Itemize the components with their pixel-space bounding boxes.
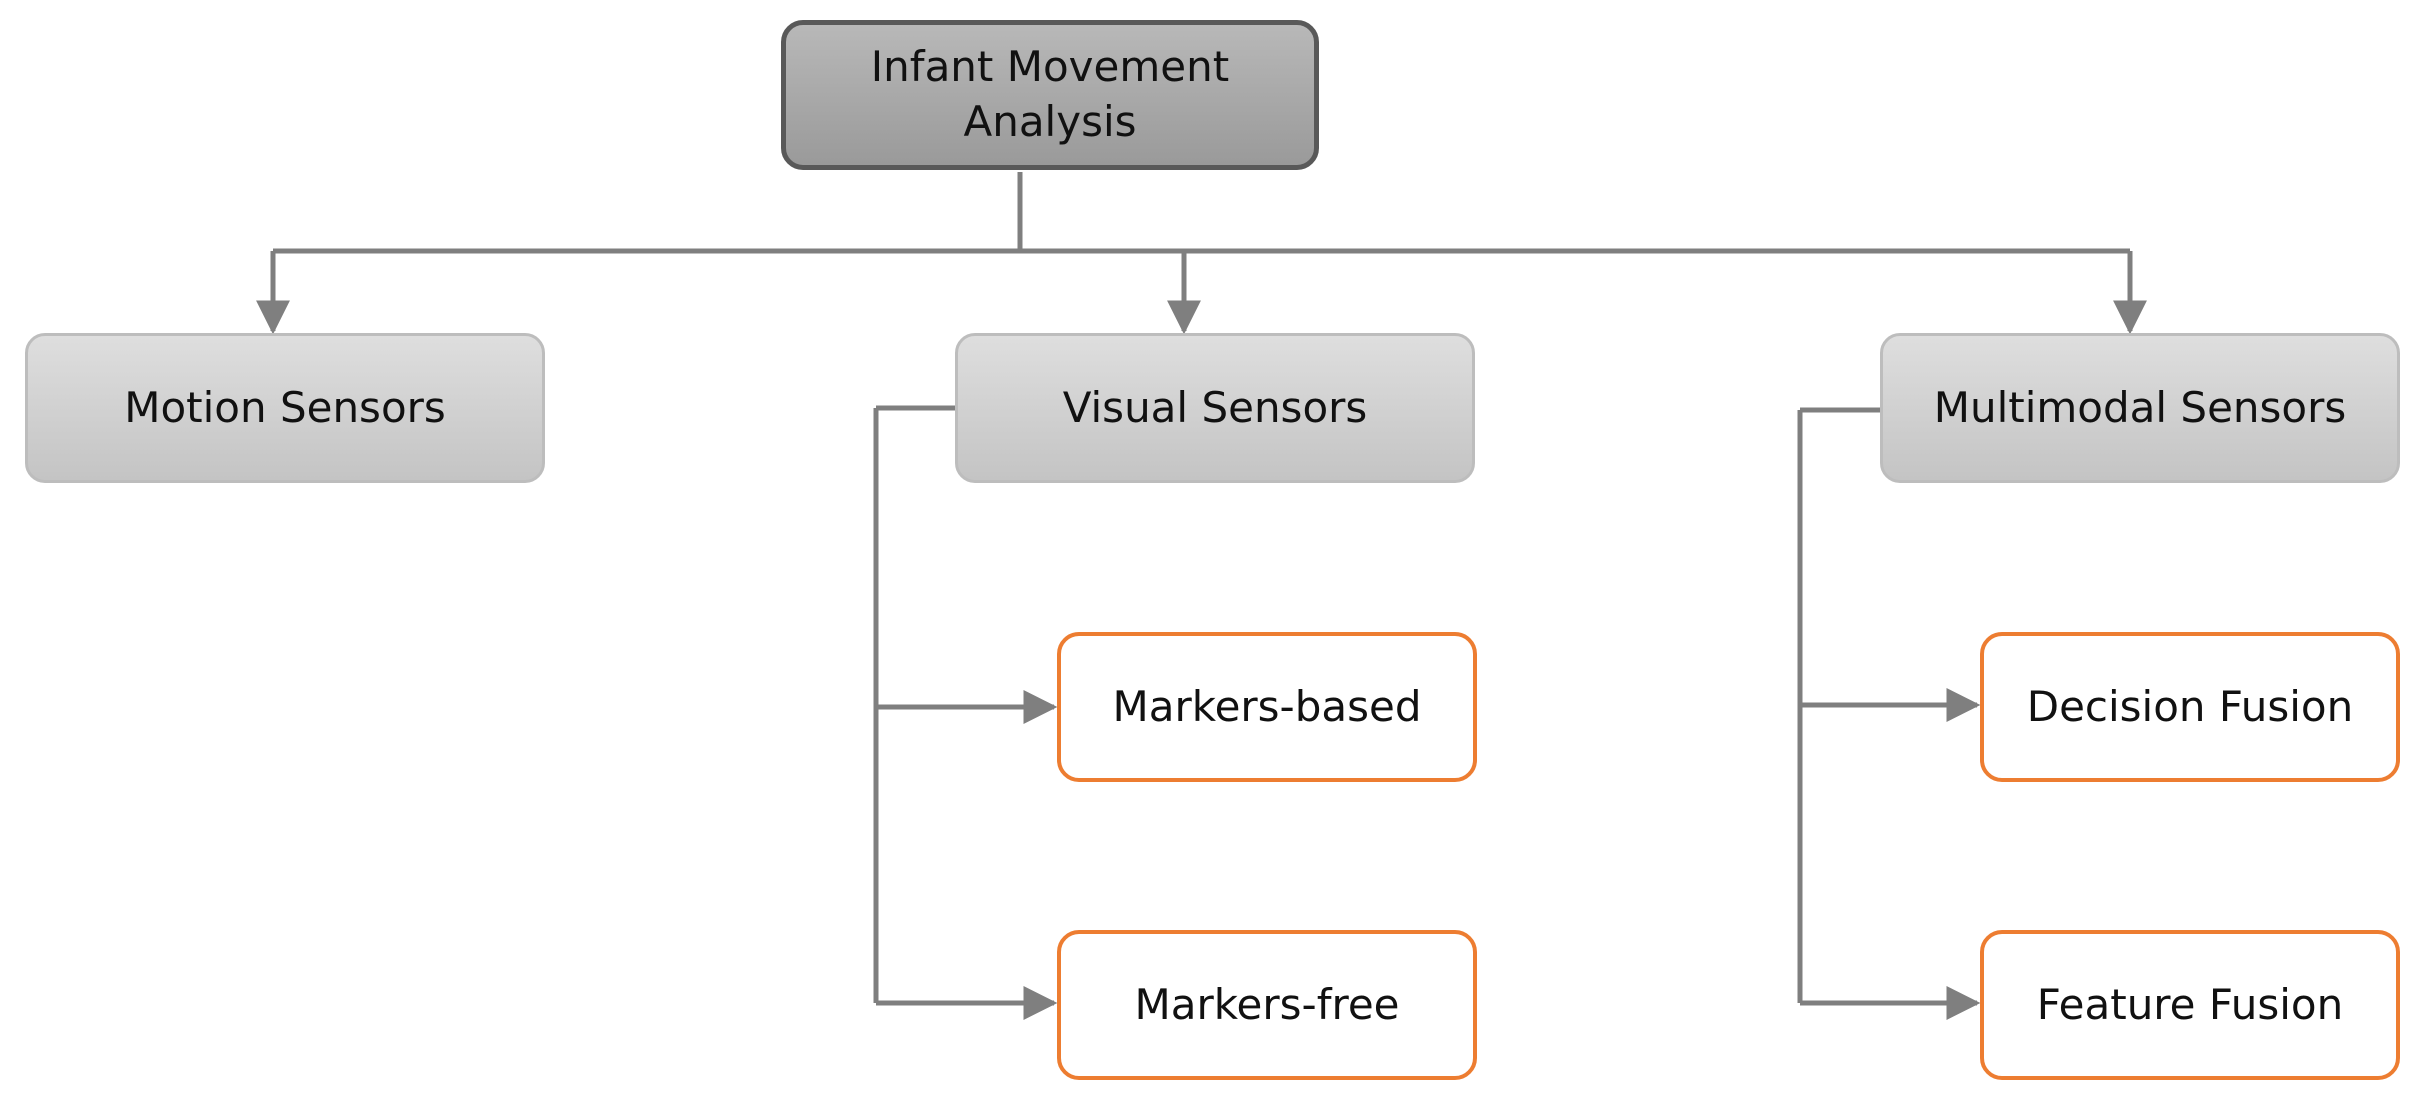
multimodal-sensors-node: Multimodal Sensors xyxy=(1880,333,2400,483)
multimodal-sensors-label: Multimodal Sensors xyxy=(1933,382,2347,432)
markers-free-node: Markers-free xyxy=(1057,930,1477,1080)
motion-sensors-label: Motion Sensors xyxy=(124,382,446,432)
root-node: Infant Movement Analysis xyxy=(781,20,1319,170)
feature-fusion-label: Feature Fusion xyxy=(2036,979,2344,1029)
feature-fusion-node: Feature Fusion xyxy=(1980,930,2400,1080)
root-node-label: Infant Movement Analysis xyxy=(870,42,1230,146)
markers-free-label: Markers-free xyxy=(1134,979,1400,1029)
markers-based-label: Markers-based xyxy=(1112,681,1422,731)
visual-sensors-node: Visual Sensors xyxy=(955,333,1475,483)
motion-sensors-node: Motion Sensors xyxy=(25,333,545,483)
decision-fusion-label: Decision Fusion xyxy=(2026,681,2354,731)
visual-sensors-label: Visual Sensors xyxy=(1062,382,1368,432)
decision-fusion-node: Decision Fusion xyxy=(1980,632,2400,782)
markers-based-node: Markers-based xyxy=(1057,632,1477,782)
